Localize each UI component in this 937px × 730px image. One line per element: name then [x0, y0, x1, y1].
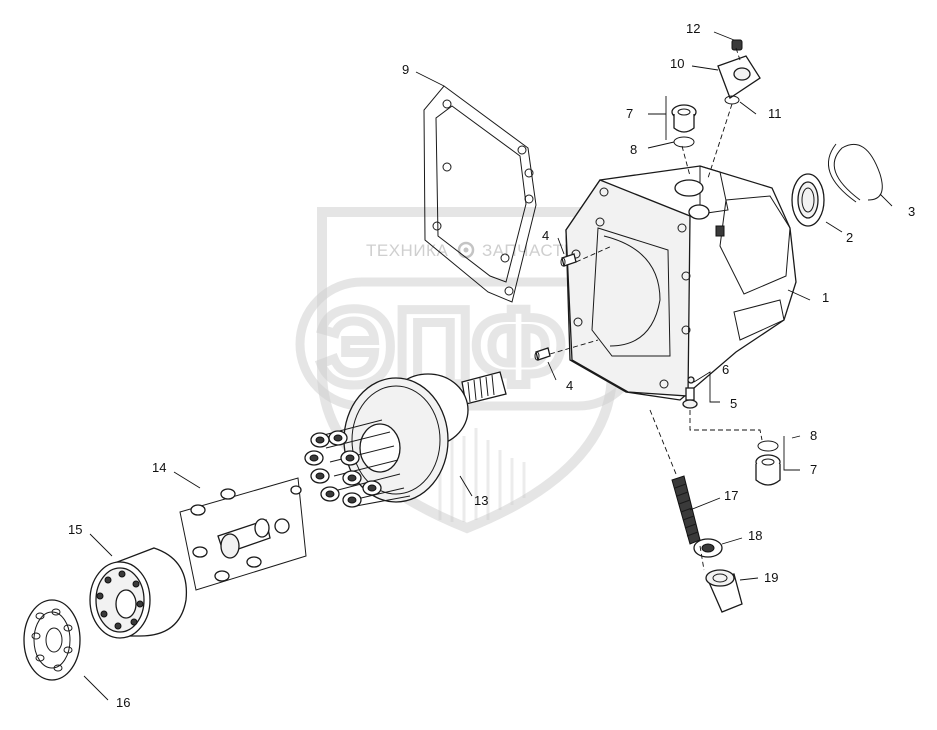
callout-2: 2: [846, 230, 853, 245]
callout-5: 5: [730, 396, 737, 411]
plug-part-7-upper: [671, 104, 697, 133]
callout-17: 17: [724, 488, 738, 503]
callout-4-upper: 4: [542, 228, 549, 243]
valve-plate-part-16: [23, 599, 81, 681]
callout-8-upper: 8: [630, 142, 637, 157]
washer-part-18: [693, 538, 723, 558]
o-ring-part-8-lower: [757, 440, 779, 452]
housing-part-1: [565, 165, 797, 401]
callout-8-lower: 8: [810, 428, 817, 443]
callout-14: 14: [152, 460, 166, 475]
spring-part-17: [671, 475, 701, 545]
fitting-part-6: [687, 376, 695, 384]
plug-part-12: [731, 39, 743, 51]
callout-9: 9: [402, 62, 409, 77]
plug-part-7-lower: [755, 454, 781, 486]
gasket-part-9: [423, 85, 537, 303]
snap-ring-part-3: [827, 143, 883, 203]
callout-11: 11: [768, 106, 782, 121]
o-ring-part-8-upper: [673, 136, 695, 148]
seal-part-2: [791, 173, 825, 227]
drive-shaft-part-13: [343, 371, 507, 503]
callout-16: 16: [116, 695, 130, 710]
dowel-pin-part-4-lower: [534, 347, 551, 361]
callout-7-upper: 7: [626, 106, 633, 121]
callout-13: 13: [474, 493, 488, 508]
watermark-brand-right: ЗАПЧАСТИ: [482, 241, 576, 260]
callout-10: 10: [670, 56, 684, 71]
center-pin-kit-part-14: [179, 477, 307, 591]
callout-18: 18: [748, 528, 762, 543]
piston-group: [304, 419, 411, 508]
callout-labels: 1 2 3 4 4 5 6 7 7 8 8 9 10 11 12 13 14 1…: [68, 21, 915, 710]
callout-1: 1: [822, 290, 829, 305]
watermark-wheat-icon: [438, 428, 526, 522]
cover-part-10: [717, 55, 761, 99]
assembly-lines: [549, 47, 763, 571]
callout-12: 12: [686, 21, 700, 36]
callout-19: 19: [764, 570, 778, 585]
screw-part-5: [682, 387, 698, 409]
watermark: ТЕХНИКА ЗАПЧАСТИ ЭПФ: [295, 207, 645, 534]
callout-3: 3: [908, 204, 915, 219]
cylinder-block-part-15: [89, 547, 188, 639]
watermark-shield: [317, 207, 617, 534]
callout-6: 6: [722, 362, 729, 377]
watermark-gear-icon: [457, 241, 475, 259]
callout-15: 15: [68, 522, 82, 537]
leader-lines: [83, 31, 893, 701]
bushing-part-19: [705, 569, 743, 613]
watermark-brand-left: ТЕХНИКА: [366, 241, 448, 260]
callout-4-lower: 4: [566, 378, 573, 393]
callout-7-lower: 7: [810, 462, 817, 477]
